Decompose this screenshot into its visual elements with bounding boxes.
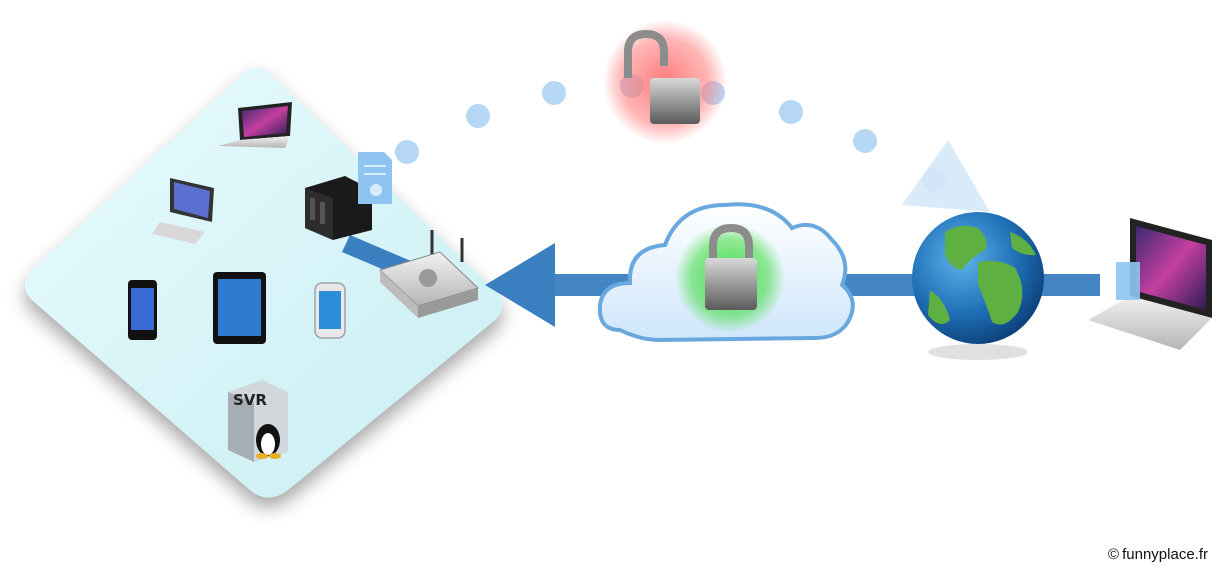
server-label: SVR — [233, 391, 267, 409]
laptop-remote-icon — [1088, 218, 1212, 350]
smartphone-icon — [128, 280, 157, 340]
nas-server-icon — [305, 176, 372, 240]
android-phone-icon — [314, 282, 346, 339]
certificate-document-icon — [358, 152, 392, 204]
laptop-small-icon — [218, 102, 292, 148]
closed-padlock-icon — [675, 223, 785, 333]
desktop-monitor-icon — [152, 178, 214, 244]
globe-icon — [912, 212, 1044, 360]
open-padlock-icon — [603, 20, 727, 144]
svr-linux-server-icon: SVR — [228, 380, 288, 462]
copyright-symbol: © — [1108, 546, 1120, 563]
copyright-credit: ©funnyplace.fr — [1108, 546, 1208, 563]
wifi-router-icon — [379, 230, 479, 318]
credit-text: funnyplace.fr — [1122, 546, 1208, 563]
tablet-icon — [213, 272, 266, 344]
